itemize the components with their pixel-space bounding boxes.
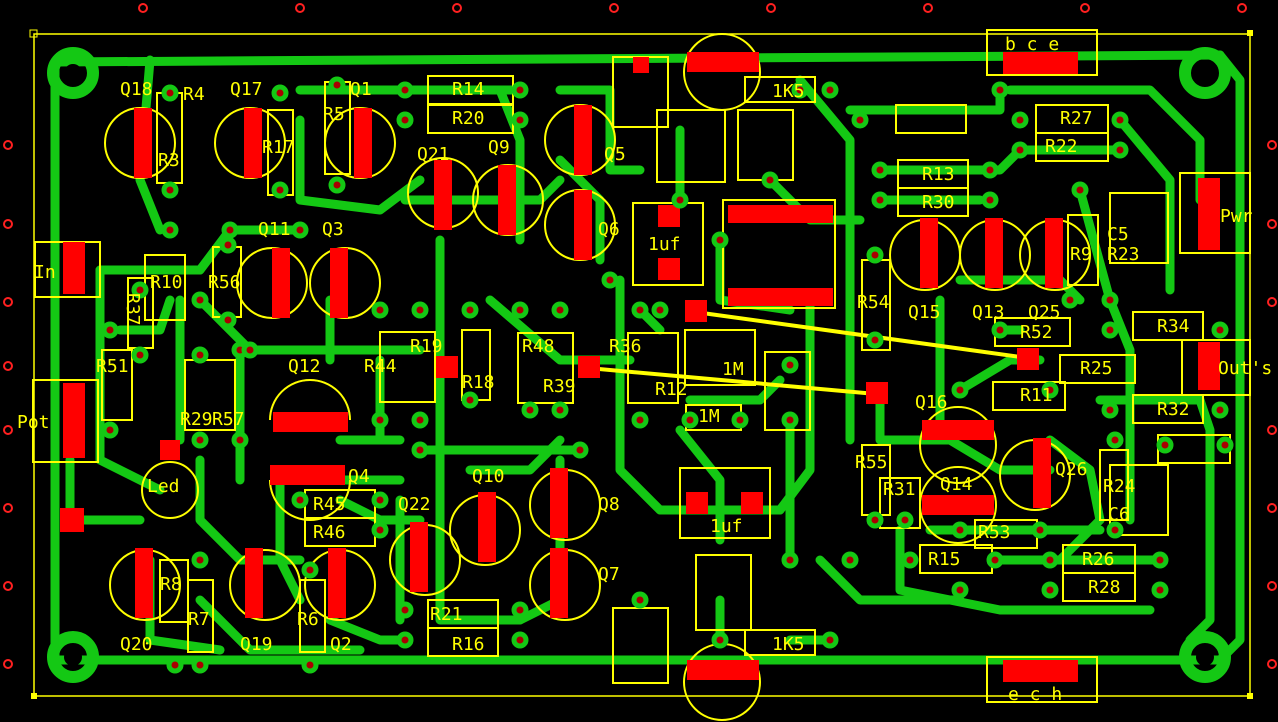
label-r46: R46 [313, 522, 346, 543]
label-q12: Q12 [288, 356, 321, 377]
label-1m-a: 1M [722, 359, 744, 380]
label-q2: Q2 [330, 634, 352, 655]
label-ech: e c h [1008, 684, 1062, 705]
label-r34: R34 [1157, 316, 1190, 337]
label-r20: R20 [452, 108, 485, 129]
label-r18: R18 [462, 372, 495, 393]
label-q9: Q9 [488, 137, 510, 158]
label-r6: R6 [297, 609, 319, 630]
label-r13: R13 [922, 164, 955, 185]
label-r53: R53 [978, 522, 1011, 543]
label-r56: R56 [208, 272, 241, 293]
label-q8: Q8 [598, 494, 620, 515]
mounting-holes [47, 47, 1231, 683]
label-led: Led [147, 476, 180, 497]
label-r39: R39 [543, 376, 576, 397]
label-r7: R7 [188, 609, 210, 630]
label-q20: Q20 [120, 634, 153, 655]
pads [60, 52, 1220, 682]
label-q19: Q19 [240, 634, 273, 655]
label-r19: R19 [410, 336, 443, 357]
label-r27: R27 [1060, 108, 1093, 129]
label-c6: C6 [1108, 504, 1130, 525]
label-r25: R25 [1080, 358, 1113, 379]
label-r23: R23 [1107, 244, 1140, 265]
label-bce: b c e [1005, 34, 1059, 55]
label-q14: Q14 [940, 474, 973, 495]
label-q16: Q16 [915, 392, 948, 413]
label-r9: R9 [1070, 244, 1092, 265]
label-1uf-bottom: 1uf [710, 516, 743, 537]
label-r24: R24 [1103, 476, 1136, 497]
label-r31: R31 [883, 479, 916, 500]
label-q26: Q26 [1055, 459, 1088, 480]
vias [101, 76, 1234, 674]
label-q7: Q7 [598, 564, 620, 585]
label-q25: Q25 [1028, 302, 1061, 323]
label-r32: R32 [1157, 399, 1190, 420]
label-q15: Q15 [908, 302, 941, 323]
label-r8: R8 [160, 574, 182, 595]
label-r17: R17 [262, 137, 295, 158]
label-1k5-top: 1K5 [772, 81, 805, 102]
label-r16: R16 [452, 634, 485, 655]
label-q21: Q21 [417, 144, 450, 165]
label-r52: R52 [1020, 322, 1053, 343]
label-r44: R44 [364, 356, 397, 377]
label-r12: R12 [655, 379, 688, 400]
label-pwr: Pwr [1220, 206, 1253, 227]
label-r10: R10 [150, 272, 183, 293]
label-q3: Q3 [322, 219, 344, 240]
label-r48: R48 [522, 336, 555, 357]
label-q6: Q6 [598, 219, 620, 240]
label-r29: R29 [180, 409, 213, 430]
label-q4: Q4 [348, 466, 370, 487]
label-r37: R37 [122, 293, 143, 326]
label-r55: R55 [855, 452, 888, 473]
label-outs: Out's [1218, 358, 1272, 379]
label-q10: Q10 [472, 466, 505, 487]
label-r26: R26 [1082, 549, 1115, 570]
label-r11: R11 [1020, 385, 1053, 406]
label-pot: Pot [17, 412, 50, 433]
label-c5: C5 [1107, 224, 1129, 245]
label-q22: Q22 [398, 494, 431, 515]
label-q1: Q1 [350, 79, 372, 100]
label-q18: Q18 [120, 79, 153, 100]
label-r15: R15 [928, 549, 961, 570]
label-q5: Q5 [604, 144, 626, 165]
label-q13: Q13 [972, 302, 1005, 323]
label-in: In [34, 262, 56, 283]
label-r21: R21 [430, 604, 463, 625]
label-1m-b: 1M [698, 406, 720, 427]
label-r28: R28 [1088, 577, 1121, 598]
label-r51: R51 [96, 356, 129, 377]
label-r36: R36 [609, 336, 642, 357]
label-r4: R4 [183, 84, 205, 105]
label-r57: R57 [212, 409, 245, 430]
grid-dots [3, 3, 1277, 669]
label-1uf-top: 1uf [648, 234, 681, 255]
silkscreen-labels: Q18 R4 Q17 R5 Q1 R14 R20 R3 R17 Q21 Q9 Q… [17, 34, 1272, 705]
label-r5: R5 [323, 104, 345, 125]
label-r45: R45 [313, 494, 346, 515]
label-r30: R30 [922, 192, 955, 213]
label-q11: Q11 [258, 219, 291, 240]
label-1k5-bottom: 1K5 [772, 634, 805, 655]
label-r22: R22 [1045, 136, 1078, 157]
label-r54: R54 [857, 292, 890, 313]
label-r14: R14 [452, 79, 485, 100]
label-r3: R3 [158, 150, 180, 171]
label-q17: Q17 [230, 79, 263, 100]
